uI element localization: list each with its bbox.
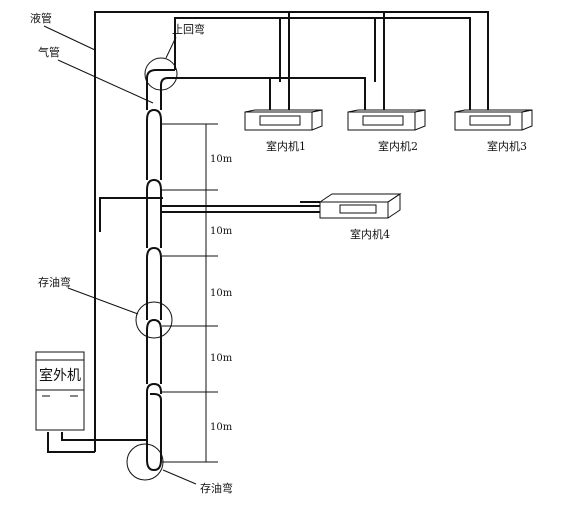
check-bend-label: 止回弯 xyxy=(172,22,205,36)
indoor-unit-3-label: 室内机3 xyxy=(487,139,527,153)
oil-trap-upper-circle xyxy=(135,301,173,339)
dimension-label: 10m xyxy=(210,154,233,165)
dimension-label: 10m xyxy=(210,422,233,433)
dimension-label: 10m xyxy=(210,288,233,299)
gas-pipe xyxy=(146,17,471,460)
leader-lines xyxy=(43,25,197,485)
liquid-pipe-label: 液管 xyxy=(30,11,52,25)
outdoor-unit-label: 室外机 xyxy=(39,367,81,384)
dimension-lines: 10m 10m 10m 10m 10m xyxy=(162,123,233,463)
indoor-unit-2-label: 室内机2 xyxy=(378,139,418,153)
indoor-unit-1-label: 室内机1 xyxy=(266,139,306,153)
indoor-unit-1: 室内机1 xyxy=(244,109,323,153)
liquid-pipe xyxy=(47,11,489,453)
indoor-unit-2: 室内机2 xyxy=(347,109,426,153)
gas-pipe-label: 气管 xyxy=(38,45,60,59)
lower-bend xyxy=(61,432,162,472)
outdoor-unit: 室外机 xyxy=(35,351,85,431)
indoor-unit-4-label: 室内机4 xyxy=(350,227,390,241)
indoor-unit-4: 室内机4 xyxy=(318,193,402,241)
check-bend-circle xyxy=(144,57,178,91)
oil-trap-lower-label: 存油弯 xyxy=(200,481,233,495)
dimension-label: 10m xyxy=(210,226,233,237)
oil-trap-lower-circle xyxy=(126,443,164,481)
branch-to-indoor-4 xyxy=(161,201,320,213)
indoor-unit-3: 室内机3 xyxy=(454,109,533,153)
dimension-label: 10m xyxy=(210,353,233,364)
oil-trap-upper-label: 存油弯 xyxy=(38,275,71,289)
